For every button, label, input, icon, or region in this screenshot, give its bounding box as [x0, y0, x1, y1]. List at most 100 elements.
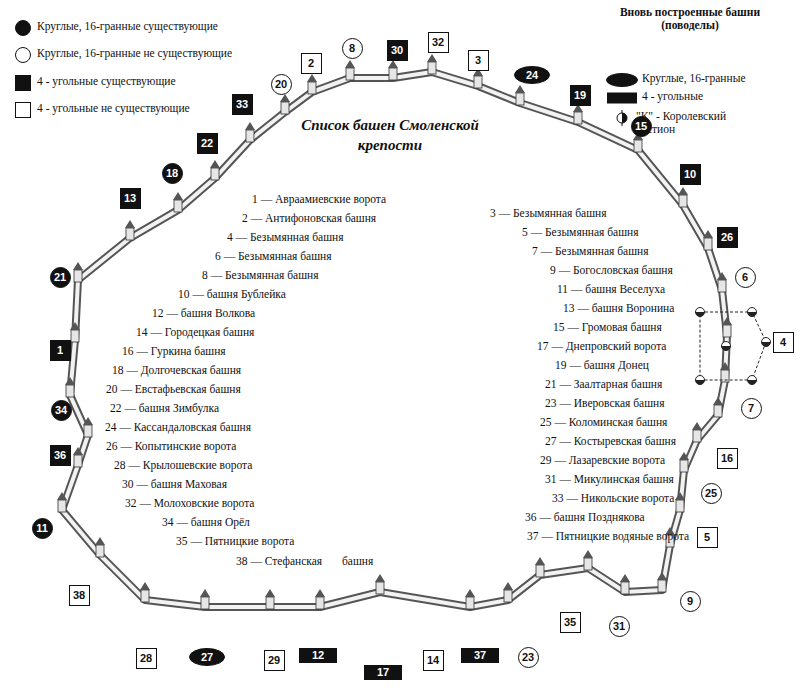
tower-glyph	[58, 500, 66, 512]
round-tower-marker: 8	[342, 38, 363, 59]
tower-roof	[713, 397, 723, 405]
bastion-point	[722, 342, 731, 351]
round-tower-marker: 23	[518, 647, 539, 668]
tower-roof	[173, 192, 183, 200]
tower-roof	[200, 589, 210, 597]
tower-roof	[692, 422, 702, 430]
legend-symbol	[617, 110, 627, 126]
tower-glyph	[74, 270, 82, 282]
tower-list-item: 23 — Иверовская башня	[545, 397, 664, 410]
tower-roof	[583, 550, 593, 558]
tower-list-item: 2 — Антифоновская башня	[242, 212, 376, 225]
square-tower-marker: 10	[680, 164, 701, 185]
callout-number: 25	[705, 488, 717, 499]
tower-list-item: 26 — Копытинские ворота	[106, 440, 236, 453]
legend-text: 4 - угольные не существующие	[37, 102, 190, 115]
tower-list-item: 37 — Пятницкие водяные ворота	[527, 530, 689, 543]
tower-glyph	[126, 228, 134, 240]
legend-text: 4 - угольные	[642, 90, 703, 103]
legend-symbol	[16, 48, 31, 63]
legend-text: Круглые, 16-гранные	[642, 72, 746, 85]
tower-glyph	[71, 330, 79, 342]
tower-glyph	[141, 590, 149, 602]
tower-glyph	[428, 62, 436, 74]
bastion-point-fill	[696, 312, 705, 317]
bastion-point-fill	[762, 342, 771, 347]
square-tower-marker: 19	[570, 85, 591, 106]
tower-roof	[140, 582, 150, 590]
callout-number: 36	[54, 450, 66, 461]
tower-list-item: 14 — Городецкая башня	[136, 326, 254, 339]
bastion-point	[748, 308, 757, 317]
callout-number: 10	[684, 169, 696, 180]
callout-number: 3	[475, 55, 481, 66]
tower-list-item: 27 — Костыревская башня	[545, 435, 676, 448]
callout-number: 37	[474, 650, 486, 661]
tower-list-item: 16 — Гуркина башня	[122, 345, 226, 358]
tower-list-item: 7 — Безымянная башня	[532, 245, 649, 258]
bastion-point-fill	[748, 380, 757, 385]
square-tower-marker: 3	[468, 50, 489, 71]
round-tower-marker: 9	[680, 591, 701, 612]
square-tower-marker: 29	[264, 650, 285, 671]
bastion-point	[696, 308, 705, 317]
tower-list-item: 4 — Безымянная башня	[227, 231, 344, 244]
tower-roof	[95, 537, 105, 545]
callout-number: 29	[268, 655, 280, 666]
tower-glyph	[316, 597, 324, 609]
tower-glyph	[679, 195, 687, 207]
tower-glyph	[376, 582, 384, 594]
bastion-point	[762, 338, 771, 347]
tower-roof	[65, 377, 75, 385]
tower-roof	[83, 417, 93, 425]
round-tower-marker: 6	[735, 267, 756, 288]
new-square-tower-marker: 12	[299, 648, 337, 663]
wall-outline	[62, 72, 727, 607]
tower-glyph	[584, 558, 592, 570]
bastion-point-fill	[748, 312, 757, 317]
square-tower-marker: 2	[301, 53, 322, 74]
round-tower-marker: 15	[631, 116, 652, 137]
callout-number: 20	[275, 79, 287, 90]
tower-glyph	[211, 168, 219, 180]
callout-number: 13	[124, 193, 136, 204]
tower-list-item: 9 — Богословская башня	[550, 264, 673, 277]
tower-glyph	[723, 325, 731, 337]
tower-roof	[620, 574, 630, 582]
tower-roof	[73, 447, 83, 455]
tower-roof	[125, 220, 135, 228]
callout-number: 24	[526, 70, 538, 81]
round-tower-marker: 7	[741, 398, 762, 419]
round-tower-marker: 34	[51, 400, 72, 421]
callout-number: 38	[73, 590, 85, 601]
diagram-title: Список башен Смоленской крепости	[300, 115, 480, 156]
callout-number: 32	[432, 37, 444, 48]
new-square-tower-marker: 37	[461, 648, 499, 663]
tower-glyph	[680, 460, 688, 472]
tower-roof	[503, 582, 513, 590]
callout-number: 23	[522, 652, 534, 663]
callout-number: 18	[166, 168, 178, 179]
callout-number: 17	[377, 667, 389, 678]
tower-glyph	[466, 597, 474, 609]
tower-list-item: 5 — Безымянная башня	[522, 226, 639, 239]
tower-list-item: 25 — Коломинская башня	[540, 416, 667, 429]
bastion-point-fill	[722, 346, 731, 351]
tower-roof	[73, 262, 83, 270]
tower-list-item: 6 — Безымянная башня	[215, 250, 332, 263]
callout-number: 26	[721, 232, 733, 243]
square-tower-marker: 36	[50, 445, 71, 466]
tower-roof	[679, 452, 689, 460]
tower-list-item: 3 — Безымянная башня	[490, 207, 607, 220]
tower-roof	[427, 54, 437, 62]
tower-list-item: 10 — башня Бублейка	[178, 288, 286, 301]
tower-list-item: 19 — башня Донец	[555, 359, 649, 372]
wall-inner	[62, 72, 727, 607]
round-tower-marker: 20	[271, 74, 292, 95]
tower-roof	[675, 492, 685, 500]
tower-list-item: 28 — Крылошевские ворота	[114, 459, 252, 472]
tower-roof	[465, 589, 475, 597]
legend-text: 4 - угольные существующие	[37, 75, 176, 88]
tower-roof	[388, 60, 398, 68]
tower-list-item: 38 — Стефанская	[236, 555, 322, 568]
